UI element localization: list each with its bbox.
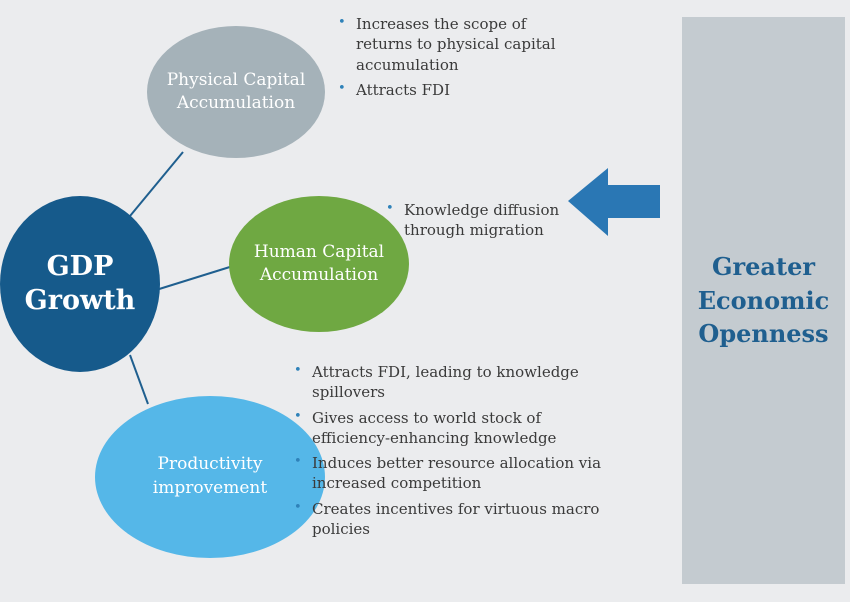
openness-label: Greater Economic Openness [697, 252, 830, 349]
openness-panel: Greater Economic Openness [682, 17, 845, 584]
bullet-list-human: Knowledge diffusion through migration [386, 200, 586, 246]
node-human-capital: Human Capital Accumulation [229, 196, 409, 332]
node-gdp-growth-label: GDP Growth [24, 251, 136, 316]
bullet-item: Attracts FDI, leading to knowledge spill… [294, 362, 614, 403]
openness-arrow [568, 168, 660, 236]
node-productivity-label: Productivity improvement [152, 454, 268, 498]
bullet-item: Creates incentives for virtuous macro po… [294, 499, 614, 540]
bullet-list-physical: Increases the scope of returns to physic… [338, 14, 578, 105]
connector-gdp-physical [129, 151, 184, 217]
openness-panel-bg [682, 17, 845, 584]
node-physical-capital-label: Physical Capital Accumulation [166, 70, 306, 113]
bullet-item: Gives access to world stock of efficienc… [294, 408, 614, 449]
connector-gdp-human [155, 265, 234, 291]
connector-gdp-productivity [129, 354, 149, 405]
bullet-item: Induces better resource allocation via i… [294, 453, 614, 494]
bullet-item: Increases the scope of returns to physic… [338, 14, 578, 75]
bullet-item: Attracts FDI [338, 80, 578, 100]
node-gdp-growth: GDP Growth [0, 196, 160, 372]
node-physical-capital: Physical Capital Accumulation [147, 26, 325, 158]
node-productivity: Productivity improvement [95, 396, 325, 558]
node-human-capital-label: Human Capital Accumulation [253, 242, 385, 285]
bullet-item: Knowledge diffusion through migration [386, 200, 586, 241]
bullet-list-productivity: Attracts FDI, leading to knowledge spill… [294, 362, 614, 544]
